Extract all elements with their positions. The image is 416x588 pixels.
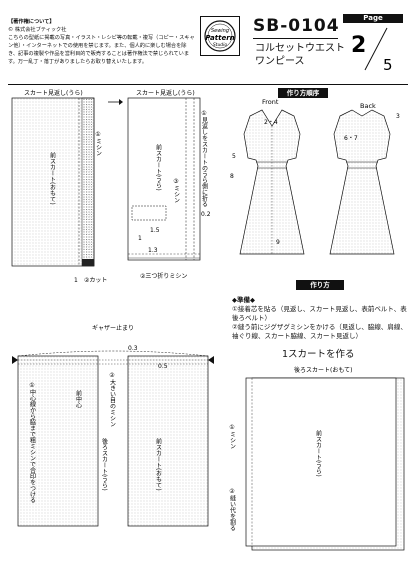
pattern-code: SB-0104 — [253, 16, 340, 36]
left-zigzag-label: ①ミシン — [95, 131, 102, 156]
dim-13: 1.3 — [148, 247, 158, 254]
machine-label: ①ミシン — [229, 424, 236, 449]
num-6-7: 6・7 — [344, 135, 358, 142]
skirt-facing-diagram: スカート見返し(うら) ①ミシン 前スカート(おもて) 1 ②カット スカート見… — [11, 90, 211, 284]
prep-step-1: ①接着芯を貼る（見返し、スカート見返し、表前ベルト、表後ろベルト） — [232, 305, 407, 322]
front-skirt-label: 前スカート(おもて) — [155, 437, 162, 490]
side-seam-diagram: 後ろスカート(おもて) ①ミシン 前スカート(うら) ②縫い代を割る — [228, 366, 405, 551]
num-2-4: 2・4 — [264, 119, 278, 126]
center-label: 前中心 — [75, 389, 82, 408]
logo-line1: Sewing — [211, 28, 229, 34]
logo-line3: Studio — [213, 42, 228, 48]
press-label: ②縫い代を割る — [228, 488, 235, 531]
facing-piece — [81, 97, 95, 267]
cut-corner-mark — [82, 259, 94, 266]
left-cut-label: ②カット — [84, 277, 107, 284]
prep-title: ◆準備◆ — [232, 296, 255, 304]
pattern-title-line1: コルセットウエスト — [255, 43, 345, 54]
page-indicator: 2 5 — [351, 27, 393, 72]
front-dress — [239, 109, 305, 255]
logo-line2: Pattern — [205, 34, 234, 42]
num-5: 5 — [232, 153, 236, 160]
right-machine-label: ③ミシン — [173, 178, 180, 203]
dim-15: 1.5 — [150, 227, 160, 234]
copyright-company: © 株式会社ブティック社 — [8, 27, 67, 33]
brand-logo: Sewing Pattern Studio — [200, 16, 240, 56]
dim-1: 1 — [138, 235, 142, 242]
front-label: Front — [262, 98, 279, 106]
top-back-label: 後ろスカート(おもて) — [294, 366, 352, 374]
gather-stitch-label: ①中心線から脇まで粗ミシンで合印をつける — [29, 382, 36, 503]
back-label: Back — [360, 102, 376, 110]
dim-02: 0.2 — [201, 211, 211, 218]
right-front-label: 前スカート(うら) — [155, 143, 162, 190]
pattern-title: コルセットウエスト ワンピース — [255, 42, 345, 68]
step-title: 1スカートを作る — [282, 349, 355, 360]
num-8: 8 — [230, 173, 234, 180]
copyright-heading: 【著作権について】 — [8, 19, 55, 25]
preparation-block: ◆準備◆ ①接着芯を貼る（見返し、スカート見返し、表前ベルト、表後ろベルト） ②… — [232, 296, 408, 341]
gather-stop-label: ギャザー止まり — [92, 324, 134, 332]
section-divider — [8, 84, 408, 85]
copyright-notice: 【著作権について】 © 株式会社ブティック社 こちらの型紙に掲載の写真・イラスト… — [8, 18, 196, 66]
front-skirt-back-label: 前スカート(うら) — [315, 429, 322, 476]
back-dress — [329, 109, 395, 255]
header-rule — [253, 38, 338, 39]
back-skirt-label: 後ろスカート(うら) — [101, 437, 108, 490]
folded-skirt-piece — [127, 97, 201, 261]
left-one-label: 1 — [74, 277, 78, 284]
page-label: Page — [343, 14, 403, 23]
num-3: 3 — [396, 113, 400, 120]
pattern-title-line2: ワンピース — [255, 56, 305, 67]
gathering-diagram: ギャザー止まり 0.3 0.5 ①中心線から脇まで粗ミシンで合印をつける 前中心… — [12, 324, 214, 527]
front-skirt-piece-2 — [127, 355, 209, 527]
copyright-body: こちらの型紙に掲載の写真・イラスト・レシピ等の転載・複写（コピー・スキャン他）・… — [8, 35, 195, 65]
front-skirt-piece-3 — [245, 377, 397, 547]
dim-05: 0.5 — [158, 363, 168, 370]
garment-order-diagram: Front Back 2・4 3 5 6・7 8 9 — [230, 98, 400, 255]
page-total: 5 — [383, 56, 393, 72]
right-hem-label: ②三つ折りミシン — [140, 272, 187, 280]
back-skirt-piece — [17, 355, 99, 527]
big-stitch-label: ②大きい目のミシン — [108, 372, 115, 427]
dim-03: 0.3 — [128, 345, 138, 352]
right-fold-label: ①見返しをスカートのうら側に折る — [201, 110, 208, 207]
prep-step-2: ②縫う前にジグザグミシンをかける（見返し、脇線、肩線、袖ぐり線、スカート脇線、ス… — [232, 323, 407, 340]
right-facing-label: スカート見返し(うら) — [136, 90, 195, 97]
left-front-label: 前スカート(おもて) — [49, 151, 56, 204]
left-facing-label: スカート見返し(うら) — [24, 90, 83, 97]
order-tag: 作り方順序 — [278, 88, 328, 98]
page-current: 2 — [351, 33, 366, 58]
num-9: 9 — [276, 239, 280, 246]
instructions-tag: 作り方 — [296, 280, 344, 290]
